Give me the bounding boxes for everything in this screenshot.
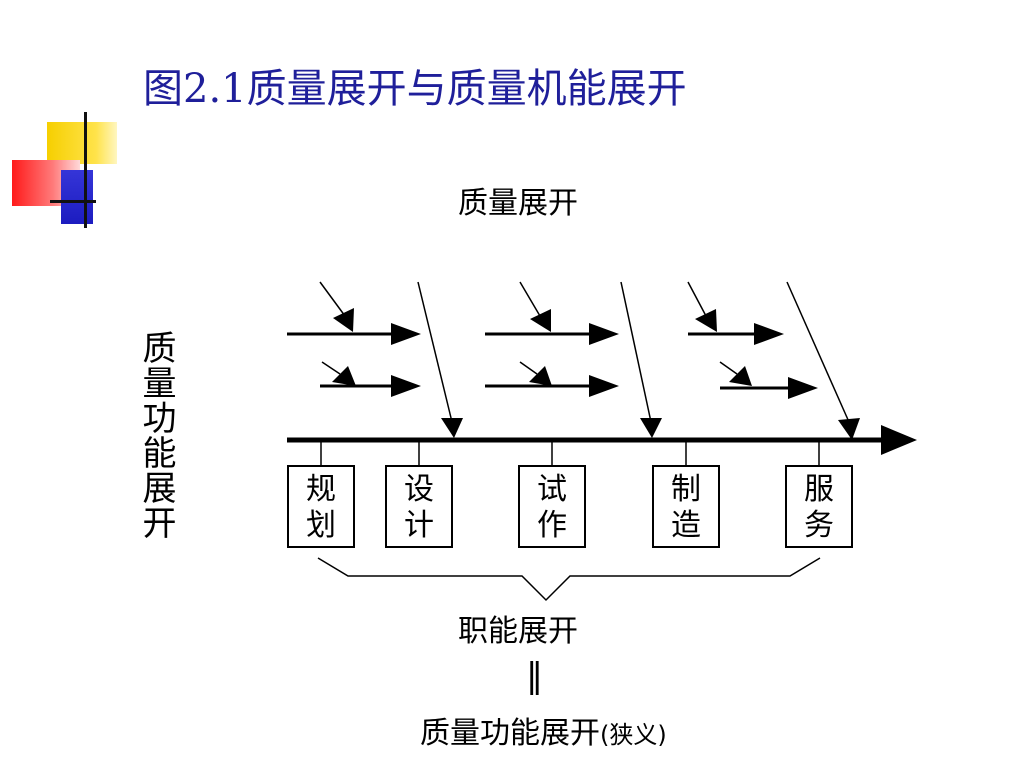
diagonal-bone bbox=[786, 281, 860, 440]
slide-title: 图2.1质量展开与质量机能展开 bbox=[143, 66, 687, 112]
stage-label: 计 bbox=[404, 508, 434, 543]
function-deployment-label: 职能展开 bbox=[458, 614, 578, 649]
sub-bone bbox=[687, 281, 717, 332]
stage-label: 造 bbox=[671, 508, 701, 543]
diagonal-bone bbox=[620, 281, 662, 438]
stage-box-service: 服 务 bbox=[785, 440, 853, 548]
stage-box-design: 设 计 bbox=[385, 440, 453, 548]
stage-box-manufacturing: 制 造 bbox=[652, 440, 720, 548]
horizontal-bone bbox=[688, 323, 784, 345]
diagonal-bones bbox=[417, 281, 860, 440]
stage-box-prototype: 试 作 bbox=[518, 440, 586, 548]
stage-box-planning: 规 划 bbox=[287, 440, 355, 548]
sub-bone bbox=[519, 281, 551, 332]
qfd-vertical-label: 质量功能展开 bbox=[136, 330, 176, 540]
qfd-label-note: (狭义) bbox=[600, 721, 667, 749]
sub-bone bbox=[319, 281, 354, 332]
stage-label: 设 bbox=[404, 472, 434, 507]
stage-label: 务 bbox=[804, 508, 834, 543]
stage-label: 规 bbox=[306, 472, 336, 507]
equivalence-sign: ‖ bbox=[526, 656, 543, 696]
horizontal-bone bbox=[485, 323, 619, 345]
horizontal-bone bbox=[720, 377, 818, 399]
quality-deployment-label: 质量展开 bbox=[458, 186, 578, 221]
sub-bone bbox=[719, 361, 752, 386]
decor-horizontal-line bbox=[50, 200, 96, 203]
horizontal-bone bbox=[287, 323, 421, 345]
stage-label: 划 bbox=[306, 508, 336, 543]
horizontal-bone bbox=[485, 375, 619, 397]
main-spine bbox=[287, 425, 917, 455]
qfd-label-main: 质量功能展开 bbox=[420, 716, 600, 751]
stage-label: 服 bbox=[804, 472, 834, 507]
diagonal-bone bbox=[417, 281, 463, 438]
horizontal-bone bbox=[320, 375, 421, 397]
stage-boxes: 规 划 设 计 试 作 制 造 服 务 bbox=[287, 440, 853, 548]
sub-bone bbox=[321, 361, 356, 386]
qfd-narrow-label: 质量功能展开(狭义) bbox=[420, 708, 667, 752]
horizontal-bones bbox=[287, 323, 818, 399]
sub-bones bbox=[319, 281, 752, 386]
brace bbox=[317, 557, 821, 602]
decor-yellow-block bbox=[47, 122, 117, 164]
decor-blue-block bbox=[61, 170, 93, 224]
stage-label: 作 bbox=[537, 508, 567, 543]
stage-label: 制 bbox=[671, 472, 701, 507]
sub-bone bbox=[519, 361, 552, 386]
stage-label: 试 bbox=[537, 472, 567, 507]
decor-vertical-line bbox=[84, 112, 87, 228]
